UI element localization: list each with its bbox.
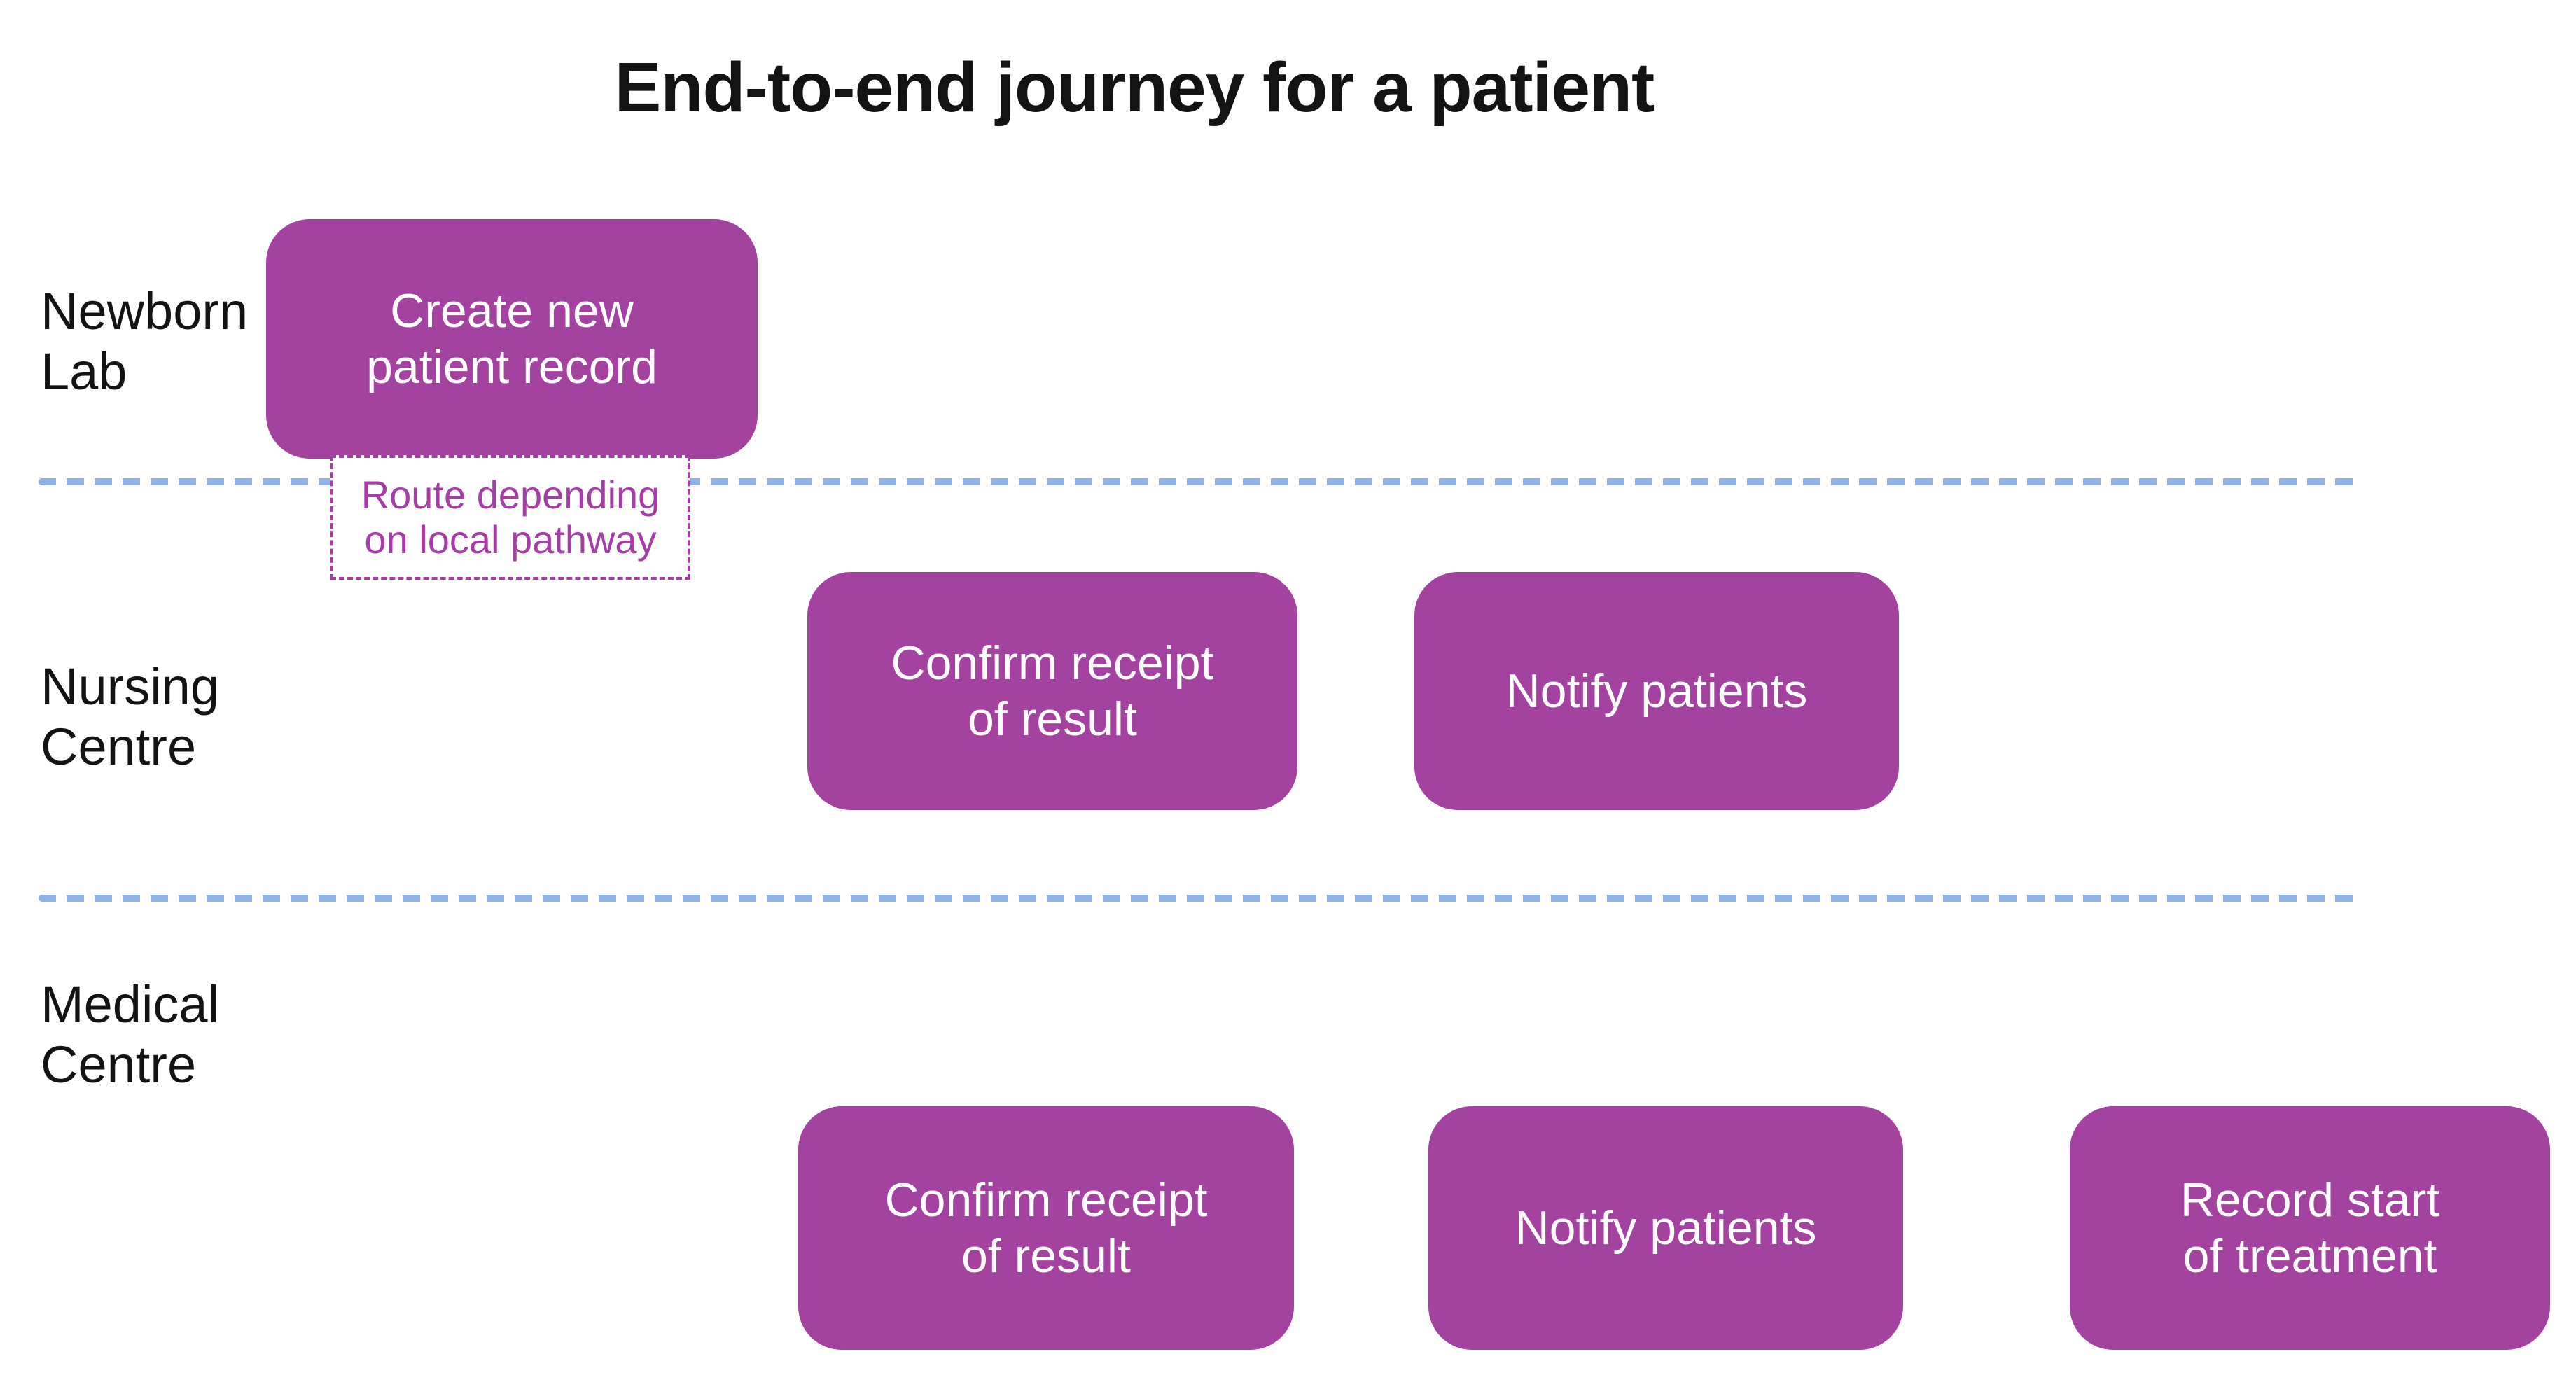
- lane-label-nursing-centre: Nursing Centre: [41, 657, 219, 776]
- node-create-new-patient-record: Create new patient record: [266, 219, 758, 459]
- lane-label-newborn-lab: Newborn Lab: [41, 282, 249, 400]
- node-nursing-confirm-receipt-of-result: Confirm receipt of result: [807, 572, 1297, 810]
- lane-label-medical-centre: Medical Centre: [41, 975, 219, 1094]
- node-medical-notify-patients: Notify patients: [1428, 1106, 1903, 1350]
- page-title: End-to-end journey for a patient: [614, 48, 1655, 127]
- note-route-depending-on-local-pathway: Route depending on local pathway: [330, 455, 690, 580]
- lane-divider: [39, 478, 2358, 485]
- node-nursing-notify-patients: Notify patients: [1414, 572, 1899, 810]
- node-medical-confirm-receipt-of-result: Confirm receipt of result: [798, 1106, 1294, 1350]
- lane-divider: [39, 895, 2358, 902]
- node-record-start-of-treatment: Record start of treatment: [2070, 1106, 2550, 1350]
